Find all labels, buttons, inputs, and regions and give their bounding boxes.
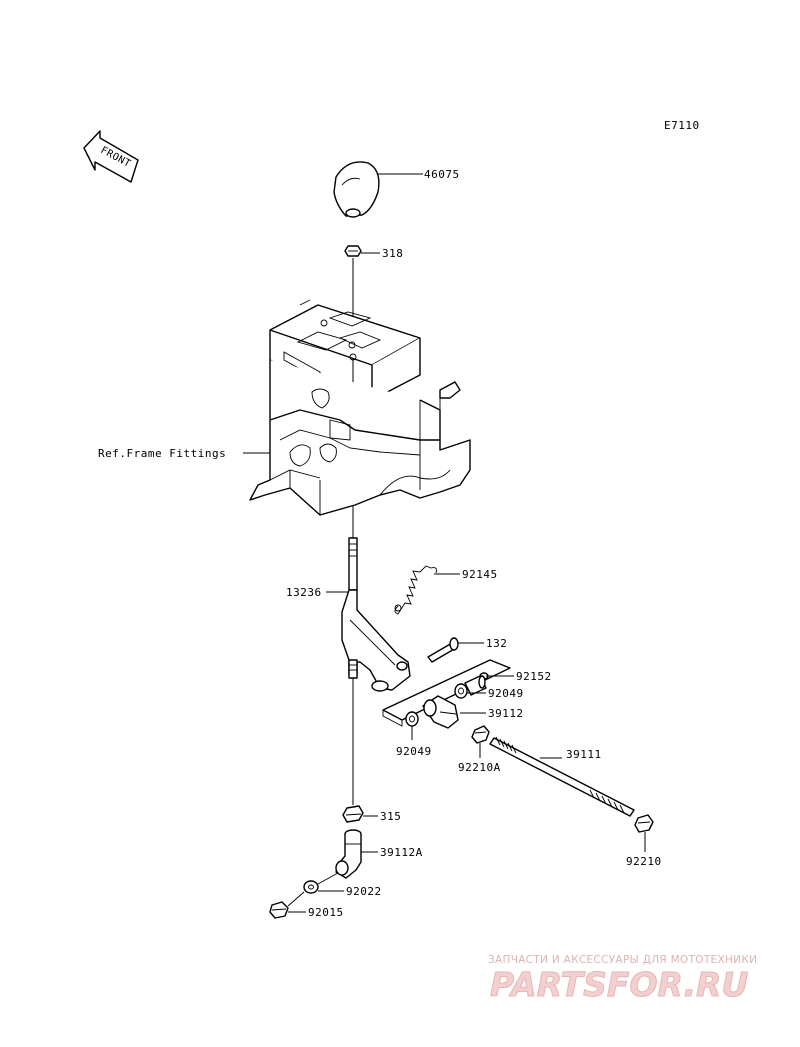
part-label-318: 318 [382, 247, 403, 260]
part-label-46075: 46075 [424, 168, 460, 181]
frame-fittings-label: Ref.Frame Fittings [98, 447, 226, 460]
front-arrow-icon: FRONT [83, 130, 139, 183]
diagram-code: E7110 [664, 119, 700, 132]
part-label-92145: 92145 [462, 568, 498, 581]
collar-92152 [464, 675, 487, 696]
part-label-92152: 92152 [516, 670, 552, 683]
part-label-92210: 92210 [626, 855, 662, 868]
nut-92210 [634, 814, 654, 833]
watermark-tagline: ЗАПЧАСТИ И АКСЕССУАРЫ ДЛЯ МОТОТЕХНИКИ [488, 954, 757, 966]
part-label-13236: 13236 [286, 586, 322, 599]
nut-318 [344, 245, 362, 257]
bolt-132 [427, 637, 459, 663]
washer-92022 [303, 880, 319, 894]
part-label-92049-upper: 92049 [488, 687, 524, 700]
joint-39112A [335, 829, 362, 879]
part-label-92049-lower: 92049 [396, 745, 432, 758]
washer-92049-upper [454, 683, 468, 699]
part-label-39111: 39111 [566, 748, 602, 761]
shift-knob [333, 161, 380, 218]
part-label-39112A: 39112A [380, 846, 423, 859]
watermark: ЗАПЧАСТИ И АКСЕССУАРЫ ДЛЯ МОТОТЕХНИКИ PA… [488, 954, 757, 1005]
nut-92210A [471, 725, 490, 744]
part-label-92015: 92015 [308, 906, 344, 919]
joint-39112 [422, 695, 459, 729]
part-label-132: 132 [486, 637, 507, 650]
shift-lever [341, 537, 411, 692]
washer-92049-lower [405, 711, 419, 727]
part-label-92022: 92022 [346, 885, 382, 898]
part-label-39112: 39112 [488, 707, 524, 720]
frame-fittings [249, 360, 471, 516]
part-label-92210A: 92210A [458, 761, 501, 774]
nut-315 [342, 805, 364, 823]
part-label-315: 315 [380, 810, 401, 823]
rod-39111 [489, 736, 635, 817]
watermark-logo: PARTSFOR.RU [490, 965, 748, 1004]
nut-92015 [269, 891, 305, 919]
spring-92145 [394, 565, 437, 615]
